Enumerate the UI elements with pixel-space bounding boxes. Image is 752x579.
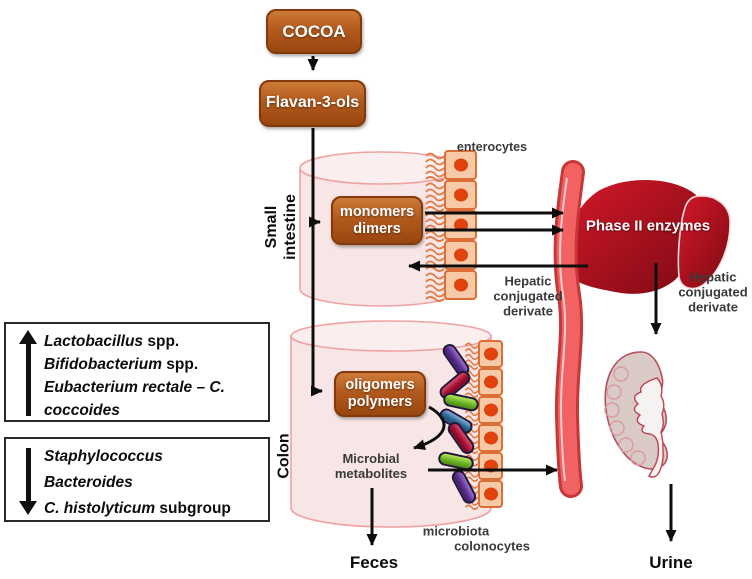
increased-bacteria-box: Lactobacillus spp. Bifidobacterium spp. …	[4, 322, 270, 422]
microvilli-icon	[425, 152, 444, 182]
monomers-dimers-node: monomers dimers	[331, 196, 423, 245]
cell-nucleus	[453, 278, 468, 292]
colonocyte-cell	[464, 480, 503, 510]
microbiota-label: microbiota	[422, 523, 490, 539]
cell-nucleus	[453, 158, 468, 172]
oligomers-label: oligomers	[345, 377, 415, 394]
colonocytes-column	[464, 340, 503, 510]
microvilli-icon	[425, 272, 444, 302]
bacteria-line: Eubacterium rectale – C.	[44, 379, 225, 396]
phase-ii-enzymes-label: Phase II enzymes	[585, 217, 711, 235]
down-arrow-icon	[19, 448, 37, 515]
bacteria-line: Lactobacillus spp.	[44, 333, 180, 350]
bacteria-line: coccoides	[44, 402, 120, 419]
hepatic-derivate-label-right: Hepatic conjugated derivate	[678, 269, 748, 315]
cocoa-label: COCOA	[282, 21, 346, 41]
kidney	[604, 351, 669, 478]
enterocyte-cell	[424, 180, 477, 212]
cell-nucleus	[483, 487, 498, 501]
cell-nucleus	[483, 375, 498, 389]
microbial-metabolites-label: Microbial metabolites	[334, 451, 408, 481]
cell-nucleus	[453, 188, 468, 202]
cocoa-node: COCOA	[266, 9, 362, 54]
polymers-label: polymers	[347, 394, 413, 410]
liver	[563, 179, 731, 294]
up-arrow-icon	[19, 330, 37, 416]
enterocyte-cell	[424, 240, 477, 272]
enterocytes-column	[424, 150, 477, 302]
monomers-label: monomers	[339, 203, 415, 220]
feces-label: Feces	[349, 553, 399, 572]
cell-nucleus	[483, 403, 498, 417]
colonocyte-cell	[464, 340, 503, 370]
urine-label: Urine	[649, 553, 693, 572]
microvilli-icon	[425, 212, 444, 242]
small-intestine-label: Small intestine	[263, 194, 299, 260]
bacteria-line: Bacteroides	[44, 474, 133, 491]
colonocyte-cell	[464, 396, 503, 426]
oligomers-polymers-node: oligomers polymers	[334, 371, 426, 417]
enterocyte-cell	[424, 150, 477, 182]
enterocytes-label: enterocytes	[456, 140, 528, 154]
hepatic-derivate-label-left: Hepatic conjugated derivate	[493, 273, 563, 319]
flavan-3-ols-node: Flavan-3-ols	[259, 80, 366, 127]
colonocytes-label: colonocytes	[454, 538, 530, 554]
colonocyte-cell	[464, 368, 503, 398]
decreased-bacteria-box: Staphylococcus Bacteroides C. histolytic…	[4, 437, 270, 522]
cell-nucleus	[483, 431, 498, 445]
cell-nucleus	[483, 347, 498, 361]
blood-vessel	[553, 160, 585, 498]
dimers-label: dimers	[353, 220, 401, 237]
colonocyte-cell	[464, 424, 503, 454]
bacteria-line: Bifidobacterium spp.	[44, 356, 199, 373]
enterocyte-cell	[424, 210, 477, 242]
flavan-3-ols-label: Flavan-3-ols	[265, 94, 360, 112]
microvilli-icon	[425, 182, 444, 212]
cell-nucleus	[483, 459, 498, 473]
bacteria-line: C. histolyticum subgroup	[44, 500, 231, 517]
bacteria-line: Staphylococcus	[44, 448, 163, 465]
colon-label: Colon	[275, 433, 293, 479]
microvilli-icon	[425, 242, 444, 272]
cell-nucleus	[453, 248, 468, 262]
cell-nucleus	[453, 218, 468, 232]
enterocyte-cell	[424, 270, 477, 302]
